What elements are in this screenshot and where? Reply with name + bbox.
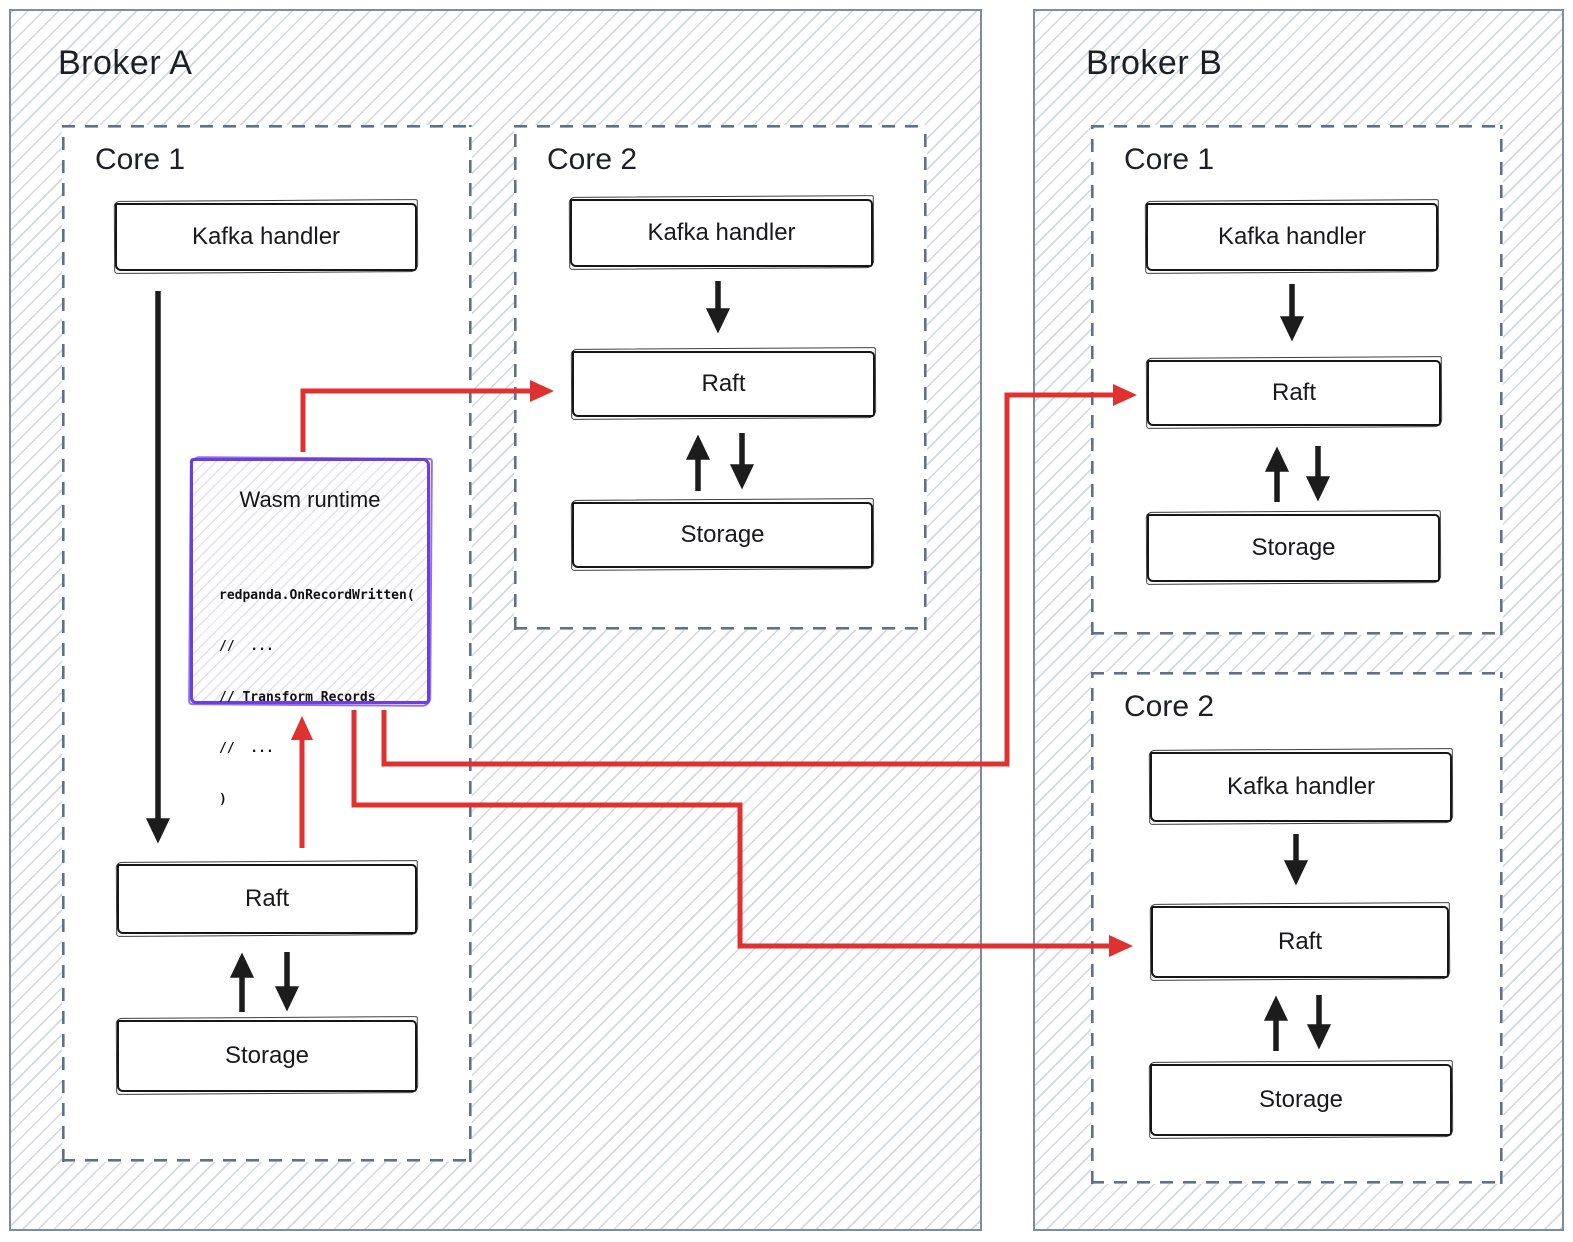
code-line: // ... bbox=[219, 741, 274, 756]
broker-a-core-1-label: Core 1 bbox=[95, 143, 186, 176]
raft-label: Raft bbox=[701, 370, 746, 397]
broker-b-core-1-label: Core 1 bbox=[1124, 143, 1215, 176]
broker-b-core-2-kafka-handler-box: Kafka handler bbox=[1150, 752, 1452, 822]
broker-a-core-1-raft-box: Raft bbox=[117, 864, 417, 934]
broker-b-core-2-storage-box: Storage bbox=[1150, 1064, 1452, 1136]
broker-b-core-1-raft-box: Raft bbox=[1147, 360, 1441, 426]
wasm-runtime-box: Wasm runtime redpanda.OnRecordWritten( /… bbox=[190, 458, 430, 807]
raft-label: Raft bbox=[244, 885, 289, 912]
code-line: // Transform Records bbox=[219, 690, 376, 705]
kafka-handler-label: Kafka handler bbox=[191, 223, 341, 250]
broker-b-title: Broker B bbox=[1086, 44, 1223, 82]
broker-b-core-1-storage-box: Storage bbox=[1147, 514, 1440, 582]
code-line: ) bbox=[219, 792, 227, 807]
wasm-runtime-title: Wasm runtime bbox=[239, 487, 381, 512]
broker-b-core-2-label: Core 2 bbox=[1124, 690, 1215, 723]
broker-a-core-1-storage-box: Storage bbox=[117, 1020, 417, 1092]
broker-a-core-2-storage-box: Storage bbox=[572, 502, 873, 568]
storage-label: Storage bbox=[1258, 1086, 1344, 1113]
storage-label: Storage bbox=[224, 1042, 310, 1069]
kafka-handler-label: Kafka handler bbox=[1217, 223, 1367, 250]
storage-label: Storage bbox=[1251, 534, 1336, 561]
wasm-code-snippet: redpanda.OnRecordWritten( // ... // Tran… bbox=[219, 553, 415, 842]
broker-b-core-1-kafka-handler-box: Kafka handler bbox=[1146, 203, 1438, 271]
kafka-handler-label: Kafka handler bbox=[1226, 773, 1376, 800]
raft-label: Raft bbox=[1277, 928, 1322, 955]
code-line: // ... bbox=[219, 639, 274, 654]
broker-a-core-2-kafka-handler-box: Kafka handler bbox=[570, 199, 873, 267]
code-line: redpanda.OnRecordWritten( bbox=[219, 588, 415, 603]
broker-a-core-2-raft-box: Raft bbox=[572, 351, 875, 417]
storage-label: Storage bbox=[680, 521, 765, 548]
broker-a-core-2-label: Core 2 bbox=[547, 143, 638, 176]
raft-label: Raft bbox=[1271, 379, 1316, 406]
kafka-handler-label: Kafka handler bbox=[647, 219, 796, 246]
broker-a-title: Broker A bbox=[58, 44, 193, 82]
broker-b-core-2-raft-box: Raft bbox=[1151, 906, 1449, 978]
broker-a-core-1-kafka-handler-box: Kafka handler bbox=[115, 203, 417, 271]
